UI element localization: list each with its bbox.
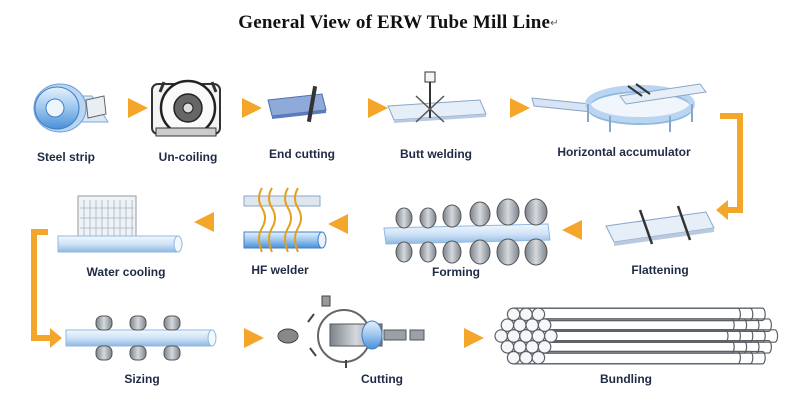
end-cutting-icon — [267, 85, 327, 123]
bundle-pipe-end — [543, 329, 558, 343]
bundling-icon — [494, 307, 779, 365]
bundle-pipe-end — [531, 350, 546, 365]
step-label-water-cooling: Water cooling — [87, 265, 166, 279]
bundle-pipe — [538, 307, 766, 322]
step-label-un-coiling: Un-coiling — [159, 150, 218, 164]
horizontal-accumulator-icon — [531, 83, 707, 132]
butt-welding-icon — [387, 71, 487, 123]
bundle-pipe — [544, 340, 772, 354]
un-coiling-icon — [151, 79, 221, 137]
bundle-pipe-end — [537, 318, 552, 332]
step-label-sizing: Sizing — [124, 372, 159, 386]
diagram-title: General View of ERW Tube Mill Line↵ — [238, 12, 559, 33]
bundle-pipe-end — [531, 307, 546, 322]
step-label-flattening: Flattening — [631, 263, 688, 277]
cutting-icon — [277, 295, 425, 368]
hf-welder-icon — [243, 187, 327, 253]
bundle-pipe-end — [506, 350, 521, 365]
step-label-butt-welding: Butt welding — [400, 147, 472, 161]
step-label-bundling: Bundling — [600, 372, 652, 386]
steel-strip-icon — [33, 83, 109, 133]
bundle-pipe — [550, 329, 779, 343]
step-label-forming: Forming — [432, 265, 480, 279]
flow-connector — [31, 229, 52, 341]
water-cooling-icon — [57, 195, 183, 253]
forming-icon — [383, 198, 551, 266]
flow-connector — [720, 113, 743, 213]
flattening-icon — [605, 205, 715, 246]
bundle-pipe — [544, 318, 772, 332]
bundle-pipe-end — [537, 340, 552, 354]
step-label-hf-welder: HF welder — [251, 263, 309, 277]
sizing-icon — [65, 315, 217, 361]
bundle-pipe — [538, 350, 766, 365]
step-label-horizontal-accumulator: Horizontal accumulator — [557, 145, 691, 159]
step-label-cutting: Cutting — [361, 372, 403, 386]
bundle-pipe-end — [519, 350, 533, 365]
step-label-steel-strip: Steel strip — [37, 150, 95, 164]
step-label-end-cutting: End cutting — [269, 147, 335, 161]
flow-arrowhead — [716, 200, 728, 220]
flow-arrowhead — [50, 328, 62, 348]
